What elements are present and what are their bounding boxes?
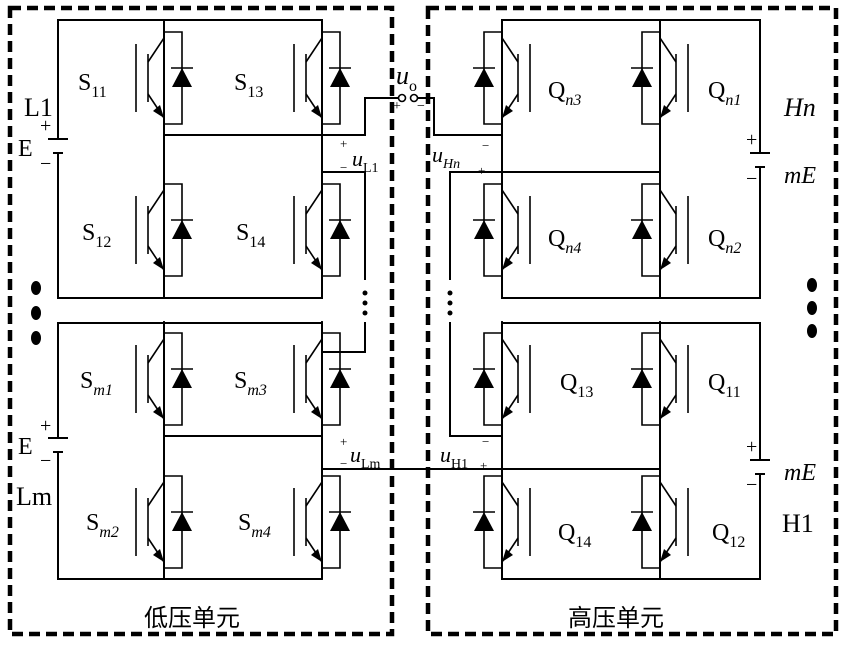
label-q11: Q11	[708, 370, 741, 401]
polarity-minus: −	[340, 456, 347, 471]
label-cell-hn: Hn	[783, 93, 816, 122]
diode-sm1	[164, 321, 193, 437]
polarity-minus: −	[482, 434, 489, 449]
label-source-hn: mE	[784, 163, 816, 189]
polarity-plus: +	[40, 115, 51, 137]
interconnect-wiring	[31, 95, 817, 470]
label-output-uo: uo	[396, 61, 417, 95]
diode-q13	[473, 321, 502, 437]
igbt-s14	[294, 172, 322, 288]
label-cell-lm: Lm	[16, 482, 52, 511]
label-cell-h1: H1	[782, 509, 814, 538]
polarity-plus: +	[478, 163, 485, 178]
label-sm2: Sm2	[86, 510, 119, 541]
cell-l1	[48, 20, 351, 298]
polarity-minus: −	[40, 153, 51, 175]
title-high-voltage-unit: 高压单元	[568, 604, 664, 632]
igbt-q14	[502, 464, 530, 580]
igbt-sm1	[136, 321, 164, 437]
igbt-qn4	[502, 172, 530, 288]
cell-lm	[48, 321, 351, 580]
igbt-sm2	[136, 464, 164, 580]
diode-s14	[322, 172, 351, 288]
polarity-plus: +	[746, 129, 757, 151]
polarity-plus: +	[40, 415, 51, 437]
label-source-l1: E	[18, 136, 33, 162]
polarity-minus: −	[482, 138, 489, 153]
label-sm1: Sm1	[80, 368, 113, 399]
diode-sm2	[164, 464, 193, 580]
polarity-minus: −	[340, 160, 347, 175]
polarity-minus: −	[40, 450, 51, 472]
diode-q12	[631, 464, 660, 580]
diode-s12	[164, 172, 193, 288]
polarity-plus: +	[746, 436, 757, 458]
polarity-plus: +	[393, 99, 401, 114]
low-voltage-unit-box	[10, 8, 392, 634]
label-voltage-uh1: uH1	[440, 442, 468, 472]
diode-q14	[473, 464, 502, 580]
diode-qn2	[631, 172, 660, 288]
high-voltage-unit-box	[428, 8, 836, 634]
label-voltage-uhn: uHn	[432, 142, 460, 172]
label-source-h1: mE	[784, 460, 816, 486]
label-source-lm: E	[18, 434, 33, 460]
title-low-voltage-unit: 低压单元	[144, 604, 240, 632]
polarity-minus: −	[746, 168, 757, 190]
diode-qn1	[631, 20, 660, 136]
igbt-s12	[136, 172, 164, 288]
polarity-minus: −	[417, 99, 425, 114]
label-s14: S14	[236, 220, 265, 251]
igbt-s13	[294, 20, 322, 136]
igbt-qn3	[502, 20, 530, 136]
label-qn3: Qn3	[548, 78, 581, 109]
label-voltage-ulm: uLm	[350, 442, 381, 472]
label-qn4: Qn4	[548, 226, 581, 257]
igbt-qn1	[660, 20, 688, 136]
diode-s13	[322, 20, 351, 136]
label-s13: S13	[234, 70, 263, 101]
label-qn2: Qn2	[708, 226, 741, 257]
label-sm3: Sm3	[234, 368, 267, 399]
diode-sm4	[322, 464, 351, 580]
diode-sm3	[322, 321, 351, 437]
label-q12: Q12	[712, 520, 745, 551]
polarity-plus: +	[340, 434, 347, 449]
igbt-q13	[502, 321, 530, 437]
polarity-minus: −	[746, 474, 757, 496]
diode-qn4	[473, 172, 502, 288]
diode-q11	[631, 321, 660, 437]
igbt-sm3	[294, 321, 322, 437]
igbt-qn2	[660, 172, 688, 288]
label-q13: Q13	[560, 370, 593, 401]
label-q14: Q14	[558, 520, 591, 551]
igbt-sm4	[294, 464, 322, 580]
label-s11: S11	[78, 70, 107, 101]
igbt-s11	[136, 20, 164, 136]
diode-qn3	[473, 20, 502, 136]
polarity-plus: +	[340, 136, 347, 151]
igbt-q12	[660, 464, 688, 580]
label-sm4: Sm4	[238, 510, 271, 541]
polarity-plus: +	[480, 458, 487, 473]
igbt-q11	[660, 321, 688, 437]
diode-s11	[164, 20, 193, 136]
label-s12: S12	[82, 220, 111, 251]
label-qn1: Qn1	[708, 78, 741, 109]
